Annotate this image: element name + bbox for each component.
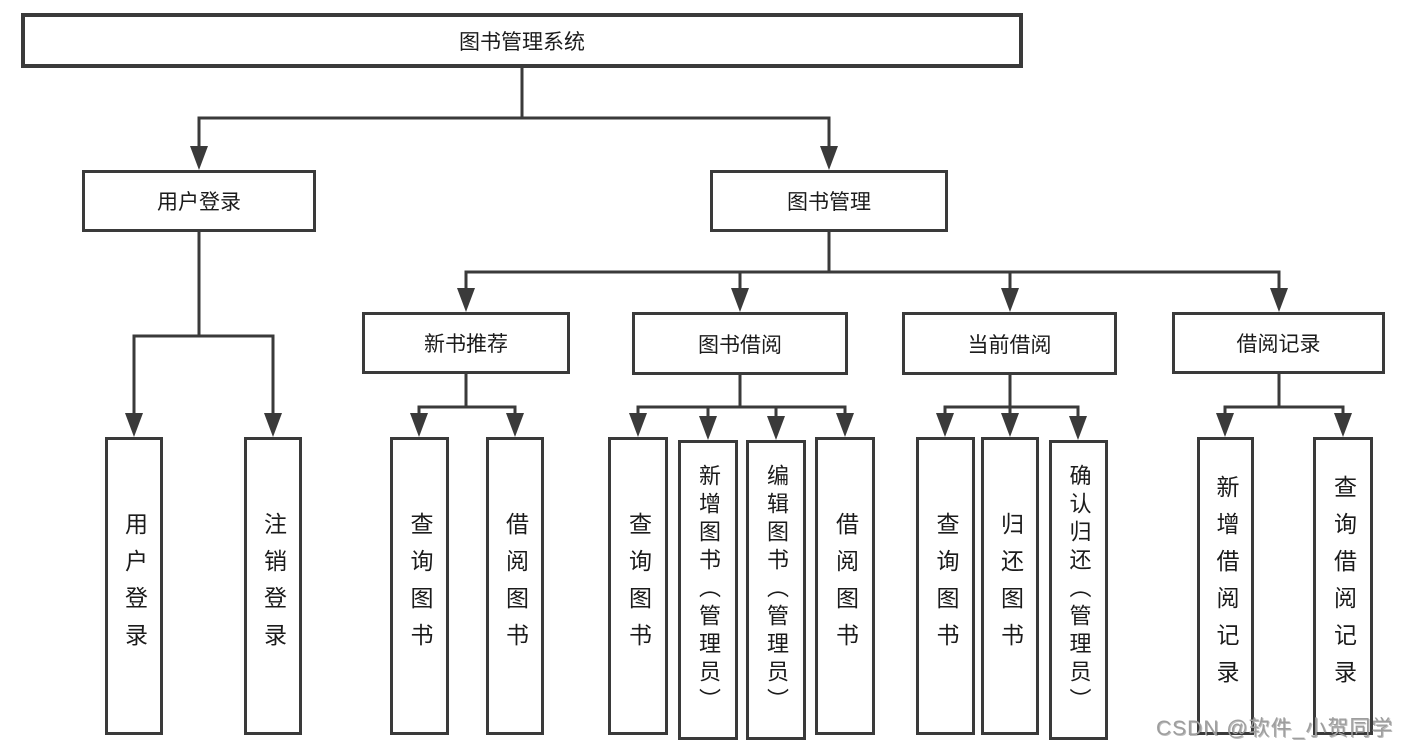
node-book-management-label: 图书管理: [787, 191, 871, 214]
node-current-borrow: 当前借阅: [902, 312, 1117, 375]
leaf-query-borrow-record-label: 查询借阅记录: [1330, 475, 1357, 697]
arrow-down-icon: [699, 416, 717, 440]
arrow-down-icon: [1001, 288, 1019, 312]
arrow-down-icon: [936, 413, 954, 437]
connector-new-book-children: [417, 372, 517, 415]
leaf-confirm-return-admin: 确认归还（管理员）: [1049, 440, 1108, 740]
leaf-edit-books-admin: 编辑图书（管理员）: [746, 440, 806, 740]
leaf-borrow-books: 借阅图书: [815, 437, 875, 735]
node-book-borrow: 图书借阅: [632, 312, 848, 375]
leaf-return-books-label: 归还图书: [997, 512, 1024, 660]
leaf-edit-books-admin-label: 编辑图书（管理员）: [764, 464, 789, 716]
node-new-book-recommend-label: 新书推荐: [424, 333, 508, 356]
arrow-down-icon: [836, 413, 854, 437]
arrowhead-icons: [125, 146, 1352, 440]
arrow-down-icon: [1216, 413, 1234, 437]
arrow-down-icon: [264, 413, 282, 437]
node-book-management: 图书管理: [710, 170, 948, 232]
arrow-down-icon: [820, 146, 838, 170]
leaf-add-borrow-record-label: 新增借阅记录: [1213, 475, 1239, 697]
connector-book-management-children: [464, 230, 1281, 290]
leaf-borrow-query-books: 查询图书: [608, 437, 668, 735]
arrow-down-icon: [1270, 288, 1288, 312]
leaf-recommend-borrow-books: 借阅图书: [486, 437, 544, 735]
arrow-down-icon: [125, 413, 143, 437]
leaf-current-query-books: 查询图书: [916, 437, 975, 735]
arrow-down-icon: [410, 413, 428, 437]
leaf-recommend-query-books-label: 查询图书: [407, 512, 433, 660]
connector-current-borrow-children: [943, 373, 1080, 418]
leaf-current-query-books-label: 查询图书: [933, 512, 959, 660]
leaf-user-login: 用户登录: [105, 437, 163, 735]
node-book-borrow-label: 图书借阅: [698, 333, 782, 357]
connector-borrow-record-children: [1223, 373, 1345, 415]
leaf-add-books-admin-label: 新增图书（管理员）: [696, 464, 721, 716]
leaf-logout: 注销登录: [244, 437, 302, 735]
connector-lines: [132, 66, 1345, 418]
arrow-down-icon: [731, 288, 749, 312]
leaf-add-borrow-record: 新增借阅记录: [1197, 437, 1254, 735]
node-library-system-label: 图书管理系统: [459, 30, 585, 54]
node-user-login: 用户登录: [82, 170, 316, 232]
leaf-borrow-books-label: 借阅图书: [832, 512, 859, 660]
arrow-down-icon: [1001, 413, 1019, 437]
node-library-system: 图书管理系统: [21, 13, 1023, 68]
leaf-logout-label: 注销登录: [260, 512, 287, 660]
arrow-down-icon: [1334, 413, 1352, 437]
arrow-down-icon: [1069, 416, 1087, 440]
leaf-recommend-borrow-books-label: 借阅图书: [502, 512, 529, 660]
arrow-down-icon: [506, 413, 524, 437]
node-new-book-recommend: 新书推荐: [362, 312, 570, 374]
leaf-user-login-label: 用户登录: [121, 512, 148, 660]
node-borrow-record-label: 借阅记录: [1236, 333, 1321, 356]
connector-root-to-level2: [197, 66, 831, 148]
leaf-query-borrow-record: 查询借阅记录: [1313, 437, 1373, 735]
arrow-down-icon: [457, 288, 475, 312]
arrow-down-icon: [767, 416, 785, 440]
connector-user-login-children: [132, 230, 275, 415]
node-user-login-label: 用户登录: [157, 191, 241, 214]
leaf-add-books-admin: 新增图书（管理员）: [678, 440, 738, 740]
arrow-down-icon: [190, 146, 208, 170]
leaf-return-books: 归还图书: [981, 437, 1039, 735]
leaf-confirm-return-admin-label: 确认归还（管理员）: [1066, 464, 1092, 716]
node-borrow-record: 借阅记录: [1172, 312, 1385, 374]
connector-book-borrow-children: [636, 373, 847, 418]
leaf-borrow-query-books-label: 查询图书: [625, 512, 652, 660]
csdn-watermark: CSDN @软件_小贺同学: [1156, 717, 1394, 740]
leaf-recommend-query-books: 查询图书: [390, 437, 449, 735]
node-current-borrow-label: 当前借阅: [967, 333, 1052, 357]
arrow-down-icon: [629, 413, 647, 437]
